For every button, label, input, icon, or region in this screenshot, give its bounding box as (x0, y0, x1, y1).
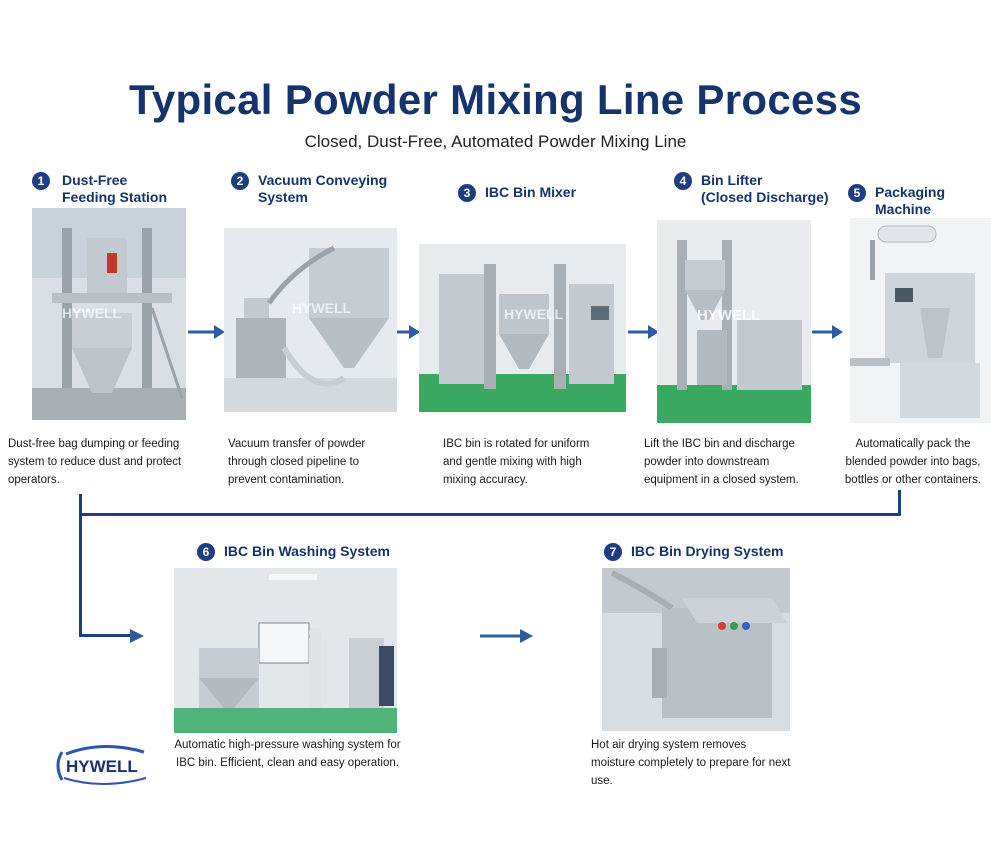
step-2-watermark: HYWELL (292, 300, 352, 316)
page-title: Typical Powder Mixing Line Process (129, 76, 862, 123)
step-4-number: 4 (674, 172, 692, 190)
step-5-description: Automatically pack the blended powder in… (844, 438, 982, 486)
step-7-number: 7 (604, 543, 622, 561)
step-2-number: 2 (231, 172, 249, 190)
step-6-description: Automatic high-pressure washing system f… (174, 739, 401, 769)
step-6-heading: 6 IBC Bin Washing System (197, 543, 390, 561)
step-7-photo (602, 568, 790, 731)
hywell-logo-icon: HYWELL (56, 744, 147, 785)
step-1-number: 1 (32, 172, 50, 190)
step-2-title: Vacuum Conveying System (258, 172, 388, 205)
step-3-description: IBC bin is rotated for uniform and gentl… (443, 438, 590, 486)
step-4-photo: HYWELL (657, 220, 811, 423)
step-7-description: Hot air drying system removes moisture c… (591, 739, 791, 787)
step-3-photo: HYWELL (419, 244, 626, 412)
step-3-watermark: HYWELL (504, 306, 564, 322)
page-subtitle: Closed, Dust-Free, Automated Powder Mixi… (304, 132, 687, 151)
connector-line-horizontal (79, 513, 901, 516)
step-6-number: 6 (197, 543, 215, 561)
arrow-right-icon (812, 325, 843, 339)
step-6-title: IBC Bin Washing System (224, 543, 390, 559)
step-5-title: Packaging Machine (875, 184, 946, 217)
step-3-number: 3 (458, 184, 476, 202)
arrow-right-icon (628, 325, 659, 339)
step-2-heading: 2 Vacuum Conveying System (231, 172, 387, 206)
step-3-heading: 3 IBC Bin Mixer (458, 184, 576, 202)
step-3-title: IBC Bin Mixer (485, 184, 577, 200)
arrow-right-icon (397, 325, 420, 339)
logo-text: HYWELL (66, 757, 138, 776)
arrow-right-icon (130, 629, 144, 643)
step-1-watermark: HYWELL (62, 305, 122, 321)
step-7-title: IBC Bin Drying System (631, 543, 784, 559)
step-1-title: Dust-Free Feeding Station (62, 172, 167, 205)
step-2-description: Vacuum transfer of powder through closed… (228, 438, 366, 486)
connector-line-left-vertical (79, 494, 82, 637)
connector-line-right-vertical (898, 490, 901, 516)
arrow-right-icon (188, 325, 225, 339)
step-1-heading: 1 Dust-Free Feeding Station (32, 172, 167, 206)
step-5-heading: 5 Packaging Machine (848, 184, 991, 218)
step-1-description: Dust-free bag dumping or feeding system … (8, 438, 182, 486)
step-5-photo (850, 218, 991, 423)
step-4-title: Bin Lifter (Closed Discharge) (701, 172, 829, 205)
step-5-number: 5 (848, 184, 866, 202)
step-4-description: Lift the IBC bin and discharge powder in… (644, 438, 799, 486)
step-1-photo: HYWELL (32, 208, 186, 420)
step-4-heading: 4 Bin Lifter (Closed Discharge) (674, 172, 829, 206)
step-7-heading: 7 IBC Bin Drying System (604, 543, 783, 561)
connector-line-to-step-6 (79, 634, 134, 637)
arrow-right-icon (480, 629, 533, 643)
step-2-photo: HYWELL (224, 228, 397, 412)
step-6-photo (174, 568, 397, 733)
step-4-watermark: HYWELL (697, 307, 760, 324)
